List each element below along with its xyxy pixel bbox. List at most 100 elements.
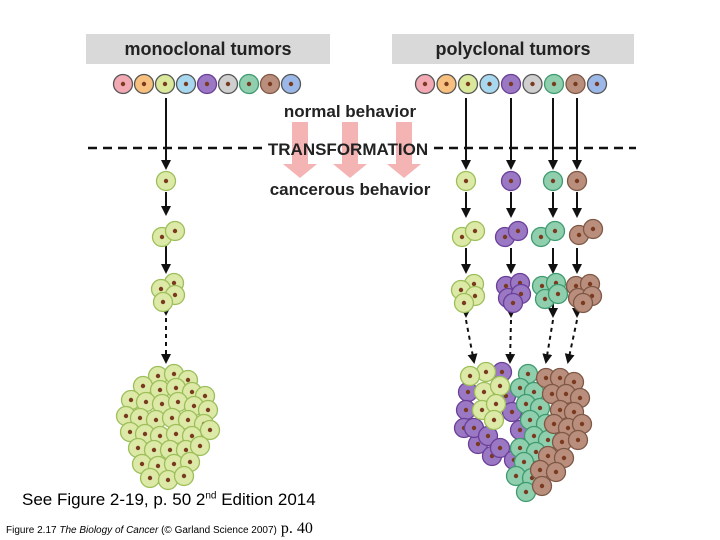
cell-nucleus [549, 391, 555, 397]
cell-nucleus [183, 81, 189, 87]
cell-nucleus [444, 81, 449, 87]
cell-nucleus [552, 228, 558, 234]
cell-nucleus [181, 473, 187, 479]
cell-nucleus [189, 433, 195, 439]
cell-nucleus [502, 234, 508, 240]
cell-nucleus [577, 395, 583, 401]
cell-nucleus [157, 387, 163, 393]
cell-nucleus [533, 449, 539, 455]
cell-nucleus [565, 425, 571, 431]
lineage-arrows [161, 98, 582, 364]
cell-nucleus [472, 293, 478, 299]
cell-nucleus [471, 425, 477, 431]
cell-nucleus [545, 437, 551, 443]
cell-nucleus [508, 81, 514, 87]
cell-nucleus [139, 461, 145, 467]
cell-nucleus [537, 405, 543, 411]
cell-nucleus [521, 459, 527, 465]
cell-nucleus [537, 467, 543, 473]
cell-nucleus [128, 397, 134, 403]
cell-nucleus [542, 296, 548, 302]
cell-nucleus [517, 445, 523, 451]
cell-nucleus [551, 421, 557, 427]
cell-nucleus [173, 431, 179, 437]
cell-nucleus [422, 81, 428, 87]
cell-nucleus [461, 300, 467, 306]
cell-nucleus [525, 371, 531, 377]
cancerous-behavior-label: cancerous behavior [270, 180, 431, 199]
cell-nucleus [175, 399, 181, 405]
cell-nucleus [157, 433, 163, 439]
cell-nucleus [493, 401, 499, 407]
cell-nucleus [518, 291, 524, 297]
cell-nucleus [515, 228, 521, 234]
cell-nucleus [137, 415, 143, 421]
monoclonal-header-box [86, 34, 330, 64]
caption: See Figure 2-19, p. 50 2nd Edition 2014 [22, 490, 316, 510]
cell-nucleus [185, 417, 191, 423]
cell-nucleus [571, 379, 577, 385]
cell-nucleus [169, 415, 175, 421]
cell-nucleus [471, 281, 477, 287]
cell-nucleus [162, 81, 168, 87]
cell-nucleus [587, 281, 593, 287]
cell-nucleus [531, 433, 537, 439]
cell-nucleus [579, 421, 585, 427]
cell-nucleus [127, 429, 133, 435]
cell-nucleus [571, 409, 577, 415]
cell-nucleus [573, 283, 579, 289]
cell-nucleus [573, 81, 578, 87]
transformation-arrow [387, 122, 421, 178]
cell-nucleus [463, 407, 469, 413]
cell-nucleus [517, 427, 523, 433]
cell-nucleus [459, 234, 465, 240]
monoclonal-cell-row [112, 73, 302, 95]
figure-credit: Figure 2.17 The Biology of Cancer (© Gar… [6, 520, 313, 538]
cell-nucleus [503, 393, 509, 399]
cell-nucleus [185, 377, 191, 383]
cell-nucleus [171, 461, 177, 467]
cell-nucleus [580, 300, 586, 306]
cell-nucleus [539, 283, 545, 289]
cell-nucleus [288, 81, 294, 87]
cell-nucleus [545, 453, 551, 459]
lineage-arrow [542, 319, 554, 364]
cell-nucleus [123, 413, 129, 419]
cell-nucleus [513, 473, 519, 479]
cell-nucleus [225, 81, 231, 87]
polyclonal-header-box [392, 34, 634, 64]
cell-nucleus [594, 81, 600, 87]
transformation-arrow [333, 122, 367, 178]
cell-nucleus [527, 417, 533, 423]
cell-nucleus [155, 373, 161, 379]
cell-nucleus [246, 81, 252, 87]
cell-clusters [115, 170, 604, 503]
cell-nucleus [171, 280, 177, 286]
cell-nucleus [575, 437, 581, 443]
cell-nucleus [202, 393, 208, 399]
cell-nucleus [497, 445, 503, 451]
cell-nucleus [530, 81, 535, 87]
cell-nucleus [574, 178, 580, 184]
transformation-label: TRANSFORMATION [268, 140, 428, 159]
cell-nucleus [163, 178, 169, 184]
cell-nucleus [204, 81, 210, 87]
cell-nucleus [189, 389, 195, 395]
cell-nucleus [510, 300, 516, 306]
cell-nucleus [555, 291, 561, 297]
cell-nucleus [491, 417, 497, 423]
cell-nucleus [159, 401, 165, 407]
cell-nucleus [483, 369, 489, 375]
cell-nucleus [551, 81, 557, 87]
cell-nucleus [590, 226, 596, 232]
page-number: p. 40 [280, 520, 313, 537]
polyclonal-header: polyclonal tumors [435, 39, 590, 59]
cell-nucleus [538, 234, 544, 240]
cell-nucleus [487, 81, 492, 87]
cell-nucleus [465, 389, 471, 395]
cell-nucleus [553, 469, 559, 475]
caption-superscript: nd [205, 490, 217, 502]
cell-nucleus [467, 373, 473, 379]
cell-nucleus [557, 375, 563, 381]
